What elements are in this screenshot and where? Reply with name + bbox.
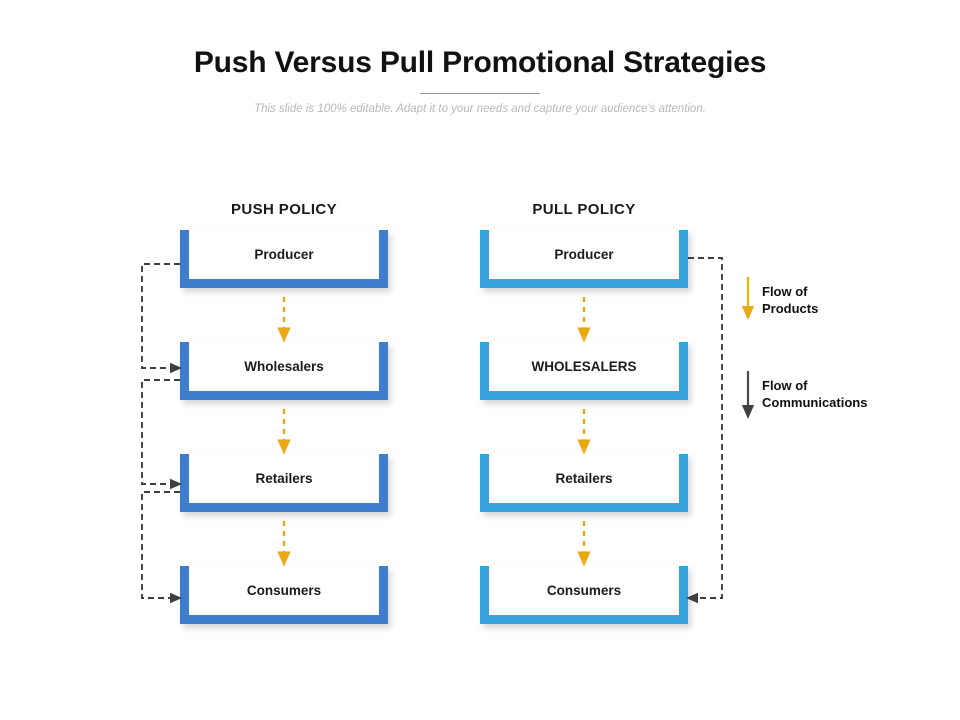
pull-box-consumers[interactable]: Consumers xyxy=(480,566,688,624)
push-box-consumers[interactable]: Consumers xyxy=(180,566,388,624)
page-title: Push Versus Pull Promotional Strategies xyxy=(193,46,767,79)
legend-item-products: Flow of Products xyxy=(762,283,952,317)
box-label: Consumers xyxy=(246,583,322,598)
pull-communication-connector xyxy=(685,257,723,604)
legend-communications-line1: Flow of xyxy=(762,378,808,393)
pull-box-producer[interactable]: Producer xyxy=(480,230,688,288)
push-box-retailers[interactable]: Retailers xyxy=(180,454,388,512)
push-box-wholesalers[interactable]: Wholesalers xyxy=(180,342,388,400)
legend-item-communications: Flow of Communications xyxy=(762,377,952,411)
legend-products-line1: Flow of xyxy=(762,284,808,299)
legend-products-line2: Products xyxy=(762,301,819,316)
legend-communications-line2: Communications xyxy=(762,395,868,410)
box-label: Retailers xyxy=(555,471,613,486)
box-label: WHOLESALERS xyxy=(531,359,637,374)
push-communication-connectors xyxy=(141,263,183,604)
push-box-producer[interactable]: Producer xyxy=(180,230,388,288)
column-heading-push: PUSH POLICY xyxy=(230,201,338,218)
box-label: Retailers xyxy=(255,471,313,486)
pull-box-wholesalers[interactable]: WHOLESALERS xyxy=(480,342,688,400)
box-label: Producer xyxy=(254,247,314,262)
pull-box-retailers[interactable]: Retailers xyxy=(480,454,688,512)
box-label: Consumers xyxy=(546,583,622,598)
box-label: Producer xyxy=(554,247,614,262)
title-divider xyxy=(420,93,540,94)
column-heading-pull: PULL POLICY xyxy=(532,201,636,218)
box-label: Wholesalers xyxy=(244,359,324,374)
page-subtitle: This slide is 100% editable. Adapt it to… xyxy=(254,103,706,115)
